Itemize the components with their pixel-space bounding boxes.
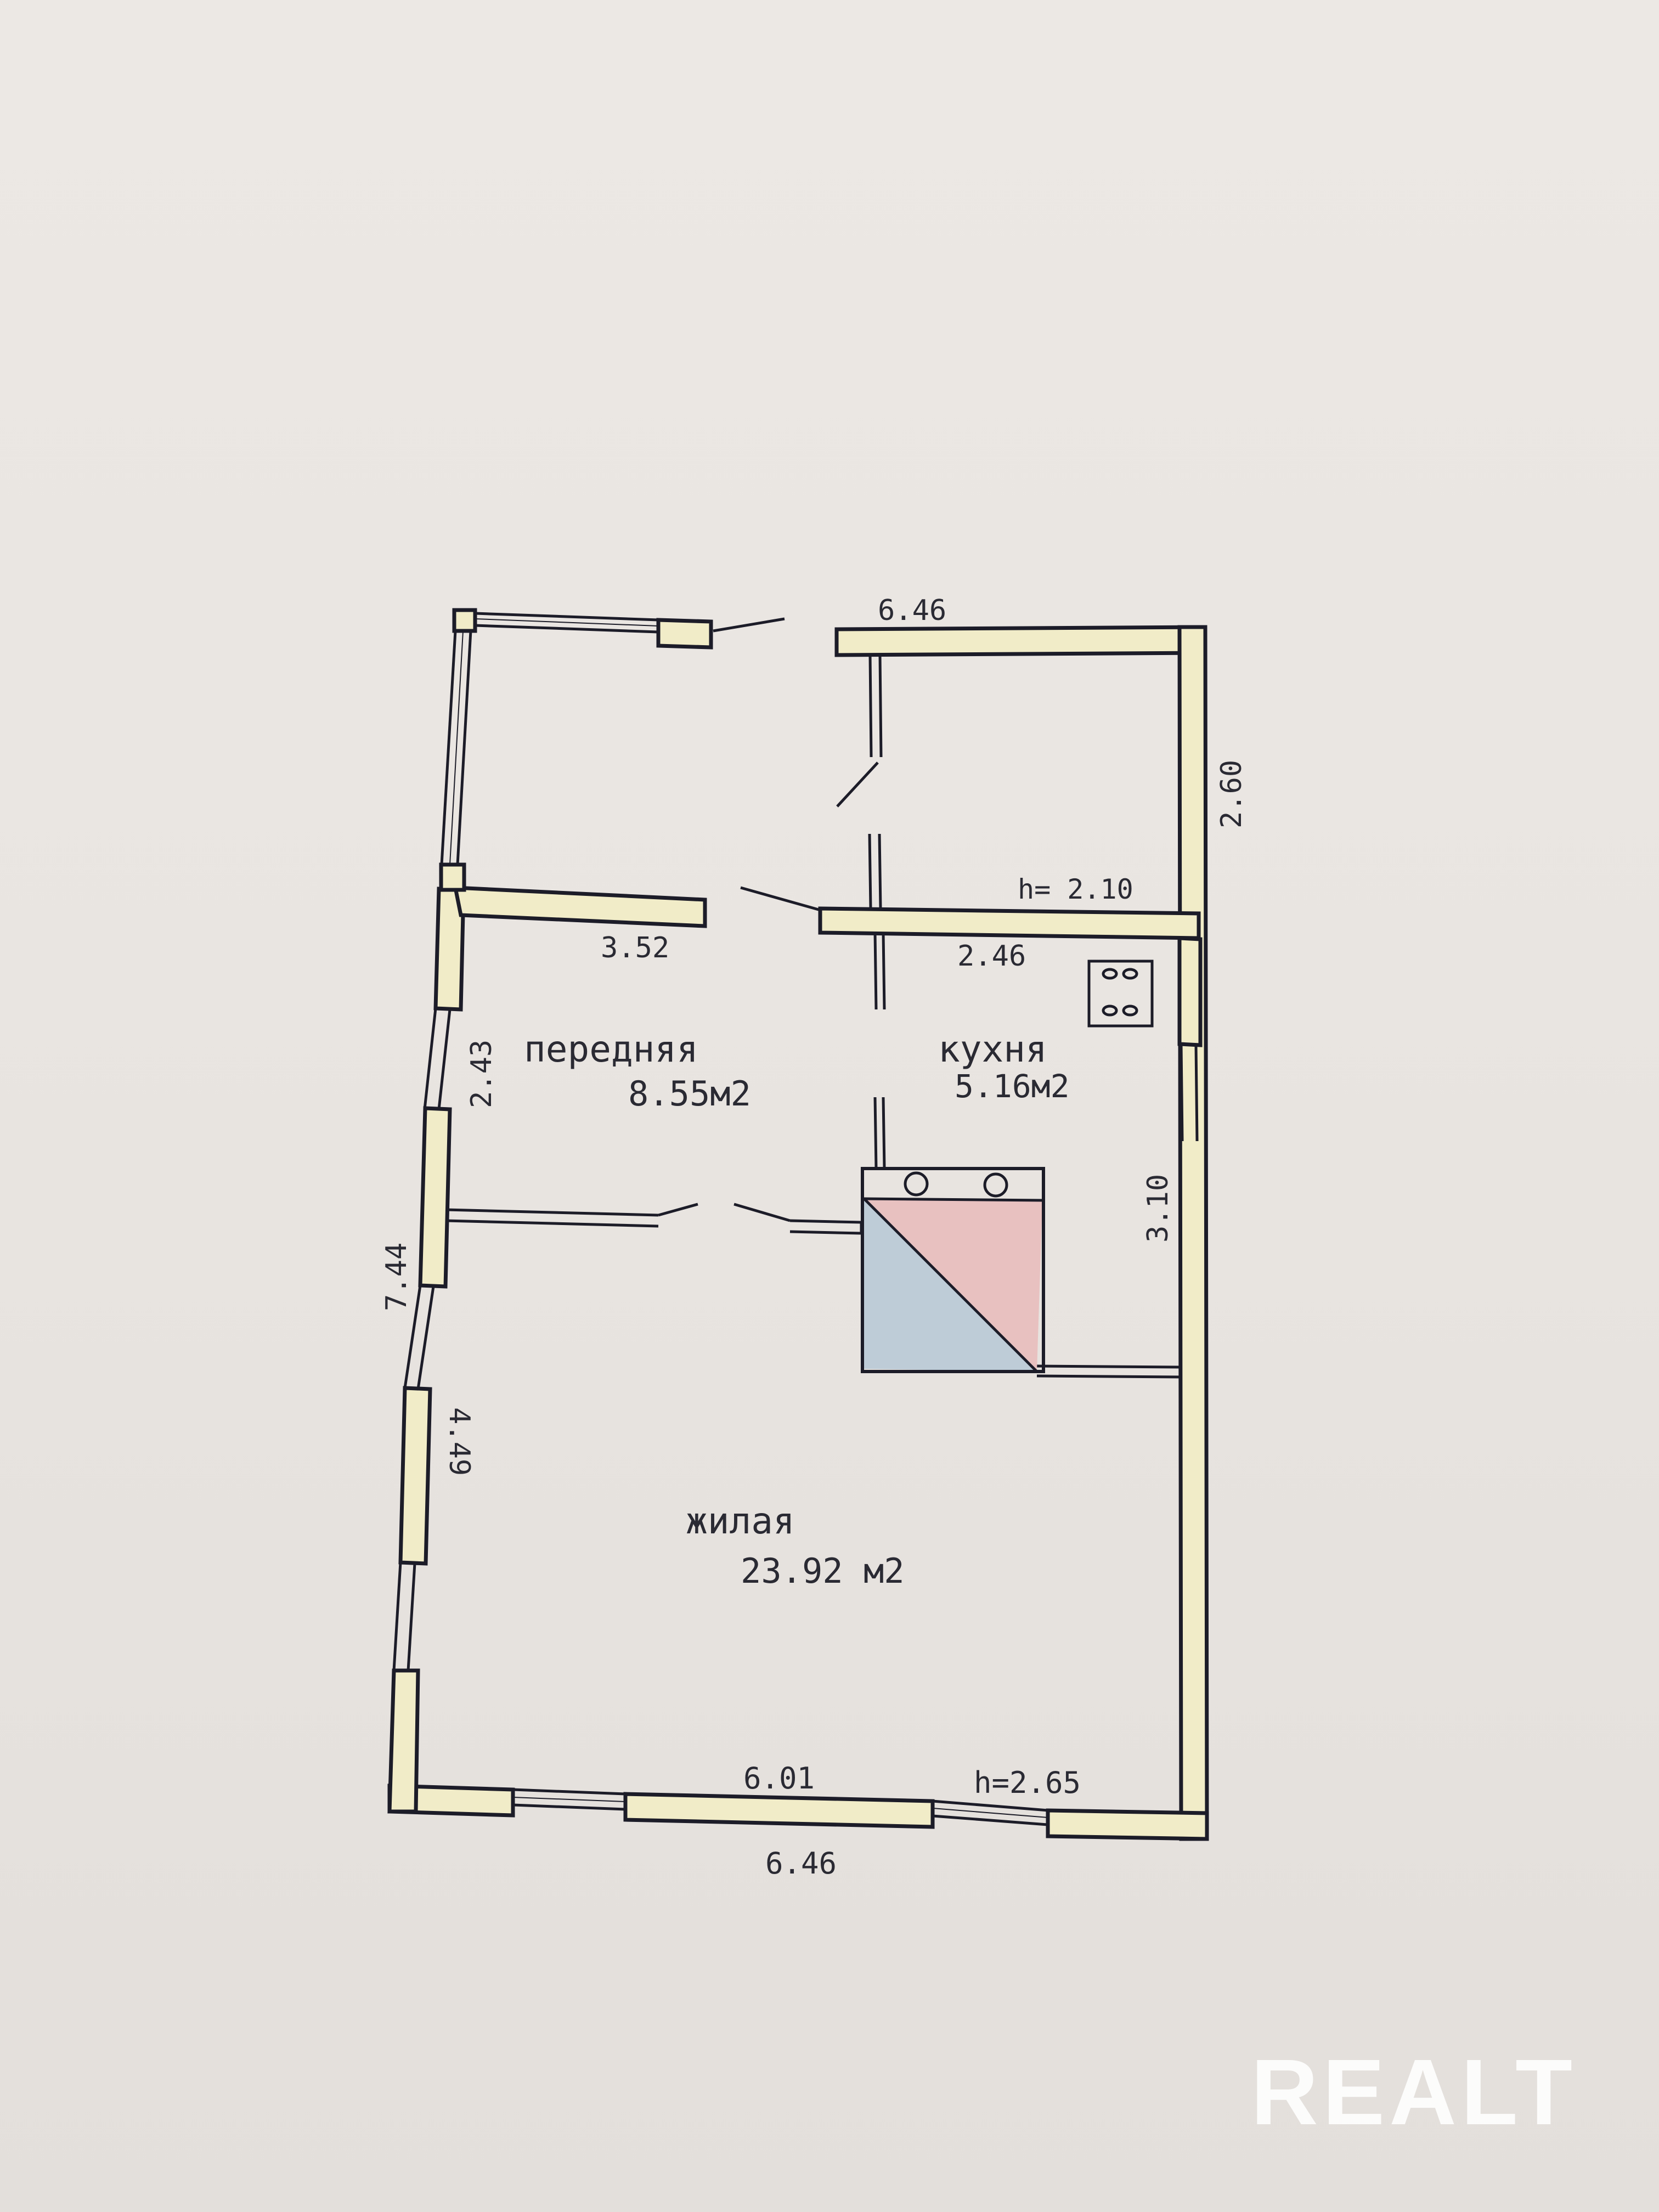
room-kitchen-area: 5.16м2 bbox=[955, 1068, 1070, 1105]
dim-left-total: 7.44 bbox=[380, 1243, 413, 1311]
dim-right-top: 2.60 bbox=[1215, 760, 1248, 828]
room-living-name: жилая bbox=[686, 1500, 795, 1542]
room-kitchen-name: кухня bbox=[938, 1028, 1047, 1070]
dim-left-upper: 2.43 bbox=[465, 1040, 498, 1108]
oven-stove bbox=[861, 1167, 1045, 1373]
wall-corner-top-left bbox=[452, 608, 477, 633]
dim-bottom-inner: 6.01 bbox=[743, 1761, 815, 1796]
room-living-area: 23.92 м2 bbox=[741, 1551, 905, 1591]
oven-burner-icon bbox=[983, 1172, 1008, 1198]
wall-left-small-pier bbox=[439, 862, 466, 892]
cooktop-burner-icon bbox=[1102, 1005, 1118, 1017]
labels: 6.46 2.60 h= 2.10 3.52 2.46 передняя 8.5… bbox=[380, 594, 1248, 1881]
cooktop-burner-icon bbox=[1102, 968, 1118, 980]
dim-bottom-total: 6.46 bbox=[765, 1846, 837, 1881]
wall-left-pier-upper bbox=[418, 1106, 452, 1289]
thin-walls-windows bbox=[392, 612, 1199, 1826]
dim-ceiling-small: h= 2.10 bbox=[1018, 873, 1133, 905]
wall-kitchen-horizontal bbox=[818, 906, 1201, 940]
dim-left-lower: 4.49 bbox=[443, 1407, 476, 1476]
wall-top-right bbox=[834, 625, 1206, 657]
dim-right-mid: 3.10 bbox=[1142, 1174, 1175, 1243]
dim-top-width: 6.46 bbox=[878, 594, 946, 627]
walls bbox=[387, 608, 1209, 1841]
wall-right bbox=[1177, 625, 1209, 1841]
realt-watermark-logo: REALT bbox=[1251, 2040, 1577, 2145]
cooktop-burner-icon bbox=[1122, 1005, 1138, 1017]
dim-kitchen-wall: 2.46 bbox=[957, 940, 1026, 973]
wall-hall-horizontal bbox=[453, 885, 707, 928]
wall-top-left-pier bbox=[656, 618, 713, 650]
room-hall-name: передняя bbox=[524, 1028, 698, 1070]
dim-ceiling-main: h=2.65 bbox=[974, 1765, 1081, 1800]
wall-right-kitchen-segment bbox=[1177, 936, 1203, 1047]
room-hall-area: 8.55м2 bbox=[628, 1074, 751, 1114]
wall-left-pier-lower bbox=[398, 1386, 432, 1566]
cooktop bbox=[1087, 960, 1154, 1028]
cooktop-burner-icon bbox=[1122, 968, 1138, 980]
dim-hall-wall: 3.52 bbox=[601, 932, 669, 964]
wall-left-bottom bbox=[387, 1668, 420, 1814]
wall-bottom-right bbox=[1046, 1808, 1209, 1841]
wall-bottom-middle bbox=[623, 1792, 935, 1829]
oven-burner-icon bbox=[904, 1171, 929, 1197]
